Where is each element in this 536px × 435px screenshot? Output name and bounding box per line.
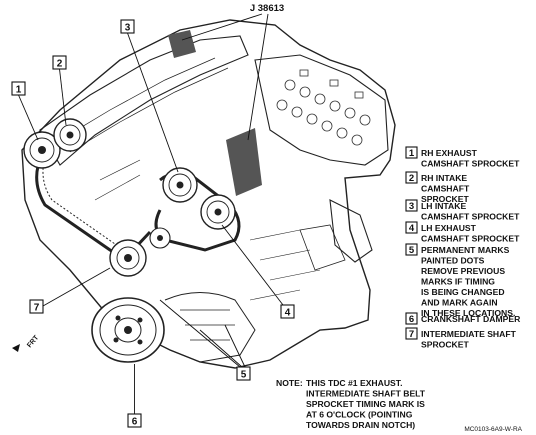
svg-text:6: 6 [132, 417, 138, 428]
legend-text-line: PERMANENT MARKS [421, 245, 510, 255]
callout-3: 3 [120, 19, 179, 173]
legend-item-6: 6 CRANKSHAFT DAMPER [405, 312, 521, 325]
legend-text-line: IS BEING CHANGED [421, 287, 505, 297]
legend-text-line: RH EXHAUST [421, 148, 478, 158]
note-text-line: INTERMEDIATE SHAFT BELT [306, 389, 426, 399]
lh-intake-camshaft-sprocket [162, 167, 198, 203]
svg-text:4: 4 [285, 308, 291, 319]
legend-number-box [405, 327, 418, 340]
legend-number: 5 [409, 245, 415, 256]
legend-text-line: REMOVE PREVIOUS [421, 266, 505, 276]
svg-text:3: 3 [125, 23, 131, 34]
legend-text-line: INTERMEDIATE SHAFT [421, 329, 517, 339]
legend-text-line: CAMSHAFT SPROCKET [421, 234, 520, 244]
legend-number-box [405, 243, 418, 256]
callout-2: 2 [52, 55, 67, 126]
intermediate-shaft-sprocket [109, 239, 147, 277]
legend-number-box [405, 221, 418, 234]
svg-text:1: 1 [16, 85, 22, 96]
figure-code: MC0103-6A9-W-RA [464, 426, 522, 433]
legend-text-line: IN THESE LOCATIONS. [421, 308, 515, 318]
timing-tool-hatch-left [168, 30, 196, 58]
legend-text-line: LH EXHAUST [421, 223, 477, 233]
legend-number: 6 [409, 314, 414, 325]
legend-text-line: CRANKSHAFT DAMPER [421, 314, 521, 324]
note-text: THIS TDC #1 EXHAUST.INTERMEDIATE SHAFT B… [306, 378, 426, 430]
legend-text-line: AND MARK AGAIN [421, 298, 498, 308]
note-block: NOTE: THIS TDC #1 EXHAUST.INTERMEDIATE S… [276, 378, 426, 430]
front-label: FRT [26, 334, 41, 349]
timing-tool-hatch-right [226, 128, 262, 196]
engine-illustration [21, 19, 396, 369]
legend-number-box [405, 199, 418, 212]
crankshaft-damper [91, 297, 165, 363]
legend-text-line: PAINTED DOTS [421, 256, 485, 266]
callout-1: 1 [11, 81, 39, 141]
callout-5: 5 [159, 299, 251, 381]
legend-text-line: LH INTAKE [421, 201, 466, 211]
legend-text-line: SPROCKET [421, 194, 469, 204]
legend-text-line: CAMSHAFT SPROCKET [421, 159, 520, 169]
svg-text:2: 2 [57, 59, 63, 70]
callout-6: 6 [127, 364, 142, 428]
legend-text-line: CAMSHAFT [421, 184, 470, 194]
note-text-line: TOWARDS DRAIN NOTCH) [306, 420, 415, 430]
legend-number-box [405, 171, 418, 184]
legend-number: 3 [409, 201, 414, 212]
legend-text-line: RH INTAKE [421, 173, 467, 183]
note-text-line: SPROCKET TIMING MARK IS [306, 399, 425, 409]
note-label: NOTE: [276, 378, 303, 388]
legend-text-line: MARKS IF TIMING [421, 277, 495, 287]
legend-number: 7 [409, 329, 414, 340]
note-text-line: AT 6 O'CLOCK (POINTING [306, 410, 413, 420]
legend-text-line: CAMSHAFT SPROCKET [421, 212, 520, 222]
legend-number-box [405, 146, 418, 159]
rh-intake-camshaft-sprocket [53, 118, 87, 152]
callout-7: 7 [29, 267, 111, 314]
svg-text:5: 5 [241, 370, 247, 381]
rh-exhaust-camshaft-sprocket [23, 131, 61, 169]
lh-exhaust-camshaft-sprocket [200, 194, 236, 230]
front-arrow: FRT [12, 334, 41, 352]
note-text-line: THIS TDC #1 EXHAUST. [306, 378, 402, 388]
svg-text:7: 7 [34, 303, 40, 314]
legend-number: 4 [409, 223, 415, 234]
legend-number: 1 [409, 148, 415, 159]
legend-text-line: SPROCKET [421, 340, 469, 350]
legend-number-box [405, 312, 418, 325]
tool-label: J 38613 [250, 3, 284, 14]
callout-4: 4 [221, 224, 295, 319]
lifter-bores [276, 69, 371, 146]
legend-number: 2 [409, 173, 414, 184]
